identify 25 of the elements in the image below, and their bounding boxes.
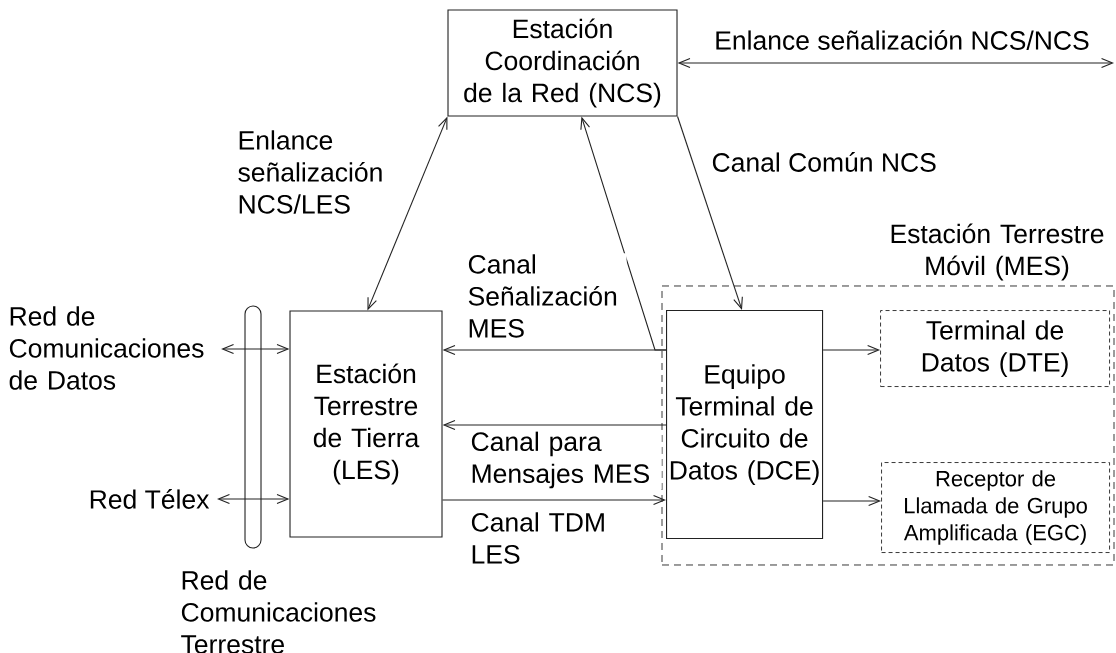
network-label: Red Télex [90, 489, 210, 509]
edge-label: Enlance señalización NCS/NCS [713, 29, 1091, 51]
group-heading: Estación Terrestre Móvil (MES) [891, 223, 1104, 281]
equipment-box: Equipo Terminal de Circuito de Datos (DCE) [666, 310, 824, 540]
receiver-box: Receptor de Llamada de Grupo Amplificada (EGC) [881, 462, 1110, 553]
station-box: Estación Coordinación de la Red (NCS) [447, 9, 678, 117]
network-label: Red de Comunicaciones de Datos [9, 306, 204, 390]
arrow [442, 494, 666, 506]
edge-label: Canal Señalización MES [466, 253, 627, 339]
arrow [221, 343, 290, 355]
arrow [822, 344, 881, 356]
arrow [677, 116, 743, 310]
arrow [367, 116, 448, 311]
edge-label: Canal para Mensajes MES [469, 430, 662, 490]
arrow [580, 116, 667, 351]
edge-label: Canal TDM LES [469, 511, 614, 565]
arrow [442, 419, 667, 431]
arrow [677, 57, 1114, 69]
arrow [217, 493, 290, 505]
edge-label: Canal Común NCS [710, 151, 938, 173]
station-box: Estación Terrestre de Tierra (LES) [289, 310, 443, 538]
arrow [822, 495, 882, 507]
edge-label: Enlance señalización NCS/LES [236, 129, 399, 215]
network-label: Red de Comunicaciones Terrestre [181, 570, 376, 653]
terminal-box: Terminal de Datos (DTE) [880, 310, 1110, 387]
